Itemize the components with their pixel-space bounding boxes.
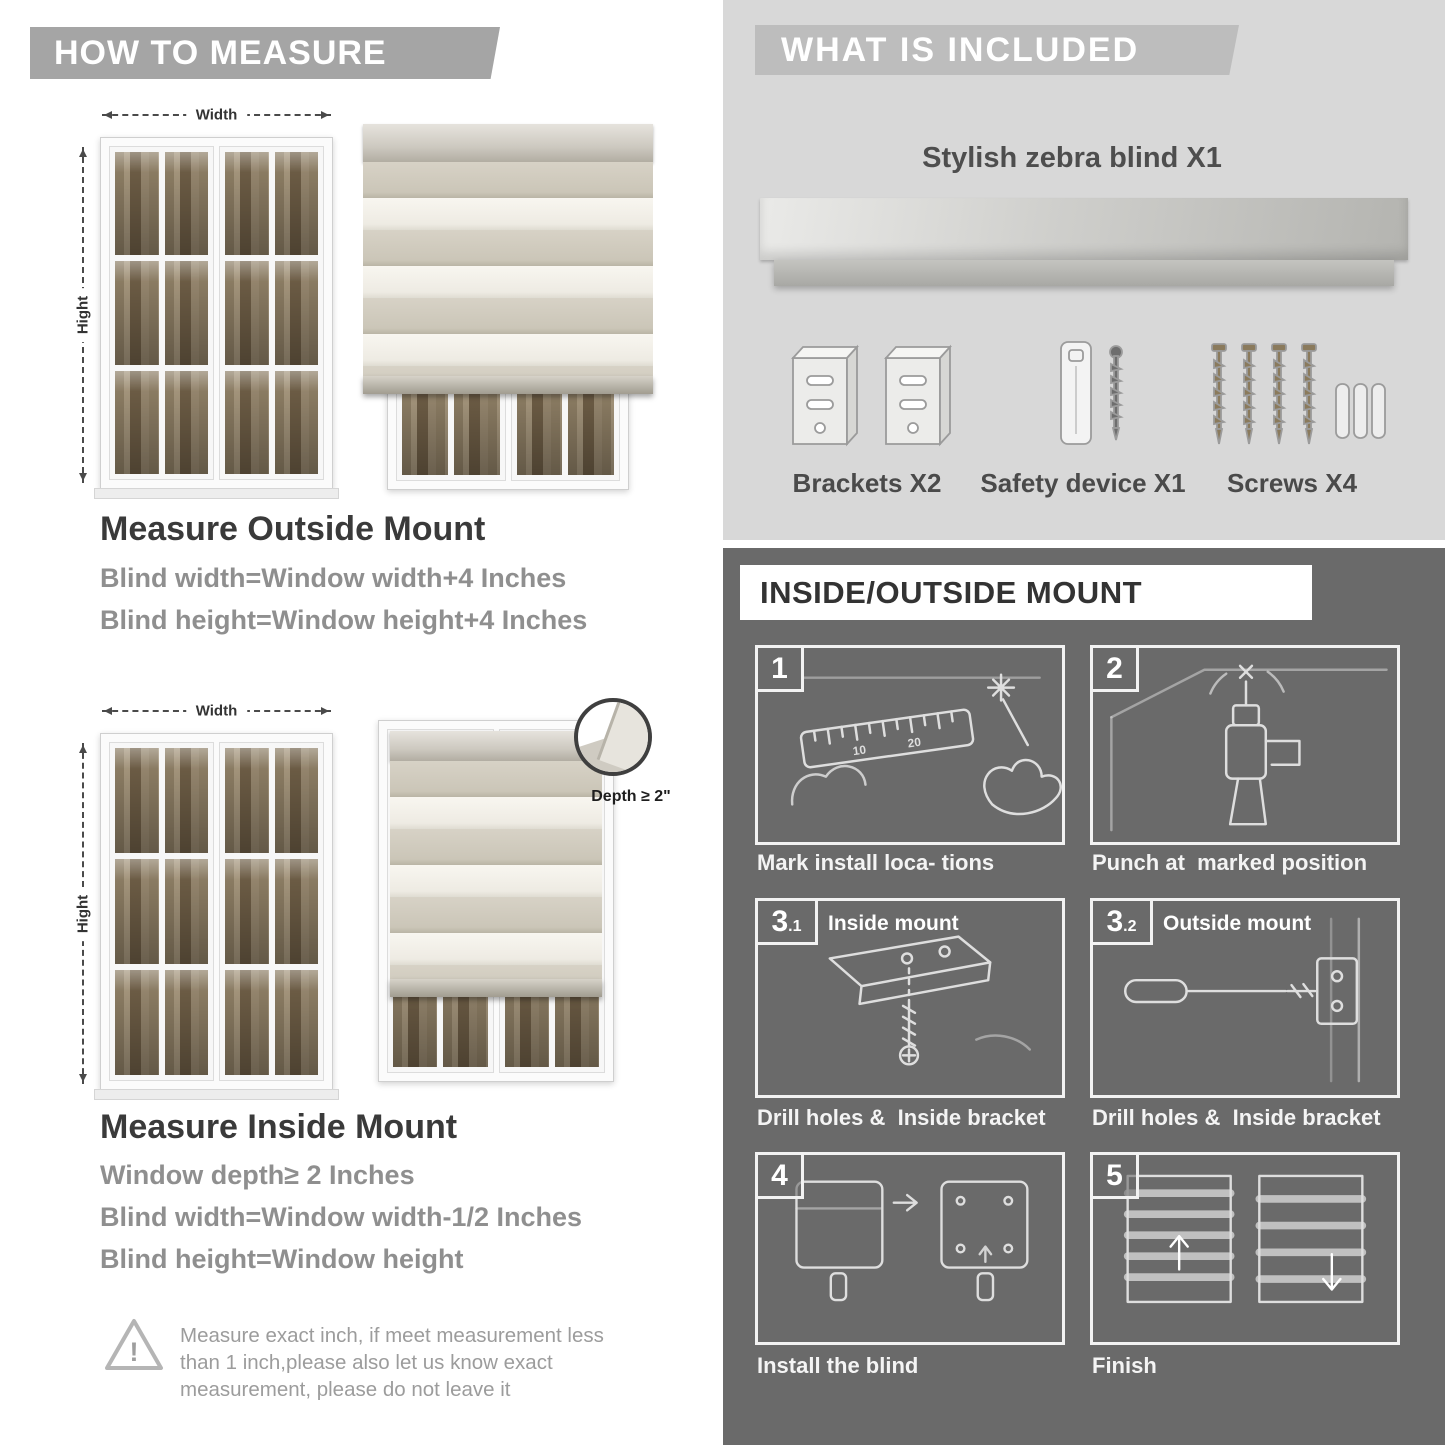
blind-bottom-rail bbox=[390, 979, 602, 997]
window-illustration bbox=[94, 733, 339, 1100]
what-is-included-panel: WHAT IS INCLUDED Stylish zebra blind X1 bbox=[723, 0, 1445, 540]
window-sash bbox=[219, 146, 324, 480]
finished-blinds-illustration bbox=[1123, 1174, 1367, 1304]
step-number: 5 bbox=[1093, 1155, 1139, 1199]
window-pane bbox=[115, 261, 159, 365]
width-label: Width bbox=[185, 702, 248, 720]
window-pane bbox=[274, 370, 318, 474]
step-number-text: 3 bbox=[771, 904, 789, 938]
outside-formula-width: Blind width=Window width+4 Inches bbox=[100, 563, 567, 593]
measure-outside-title: Measure Outside Mount bbox=[100, 510, 486, 548]
outside-formula-height: Blind height=Window height+4 Inches bbox=[100, 605, 588, 635]
install-blind-illustration bbox=[795, 1180, 1029, 1302]
step-number-text: 5 bbox=[1106, 1158, 1123, 1192]
step-number: 3.2 bbox=[1093, 901, 1153, 945]
warning-icon: ! bbox=[105, 1319, 163, 1370]
step-3-1-cell: 3.1 Inside mount bbox=[755, 898, 1065, 1098]
width-label: Width bbox=[185, 106, 248, 124]
window-sashes bbox=[109, 146, 324, 480]
mount-header: INSIDE/OUTSIDE MOUNT bbox=[740, 565, 1312, 620]
step-number: 1 bbox=[758, 648, 804, 692]
height-arrow: Hight bbox=[74, 743, 92, 1084]
window-pane bbox=[225, 152, 269, 256]
depth-callout-circle bbox=[574, 698, 652, 776]
inside-mount-blind-figure bbox=[378, 720, 614, 1082]
blind-stripes bbox=[363, 162, 653, 376]
outside-mount-blind-figure bbox=[363, 124, 653, 490]
step-number: 3.1 bbox=[758, 901, 818, 945]
inside-formula-height: Blind height=Window height bbox=[100, 1244, 464, 1274]
height-label: Hight bbox=[74, 886, 92, 941]
window-pane bbox=[164, 370, 208, 474]
window-pane bbox=[225, 261, 269, 365]
inside-formula-width: Blind width=Window width-1/2 Inches bbox=[100, 1202, 583, 1232]
step-subnumber-text: .2 bbox=[1123, 917, 1137, 935]
depth-callout-label: Depth ≥ 2" bbox=[591, 788, 671, 805]
inside-bracket-illustration bbox=[828, 935, 1032, 1066]
window-pane bbox=[115, 370, 159, 474]
step-2-cell: 2 bbox=[1090, 645, 1400, 845]
screws-icon bbox=[1211, 343, 1386, 445]
mount-instructions-panel: INSIDE/OUTSIDE MOUNT 1 10 20 Mark insta bbox=[723, 548, 1445, 1445]
outside-bracket-illustration bbox=[1123, 917, 1361, 1083]
screws-label: Screws X4 bbox=[1226, 468, 1358, 498]
window-pane bbox=[274, 261, 318, 365]
outside-mount-label: Outside mount bbox=[1163, 912, 1312, 935]
width-arrow: Width bbox=[102, 702, 331, 720]
blind-stripes bbox=[390, 761, 602, 979]
svg-text:!: ! bbox=[130, 1337, 139, 1367]
step-2-caption: Punch at marked position bbox=[1092, 850, 1368, 875]
inside-mount-label: Inside mount bbox=[828, 912, 959, 935]
mark-location-illustration: 10 20 bbox=[790, 673, 1062, 816]
brackets-label: Brackets X2 bbox=[792, 468, 942, 498]
window-pane bbox=[225, 370, 269, 474]
window-illustration bbox=[94, 137, 339, 499]
height-arrow: Hight bbox=[74, 147, 92, 483]
blind-headrail bbox=[363, 124, 653, 162]
blind-headrail-product-image bbox=[760, 198, 1408, 286]
what-is-included-header: WHAT IS INCLUDED bbox=[755, 25, 1239, 75]
step-3-2-cell: 3.2 Outside mount bbox=[1090, 898, 1400, 1098]
step-number-text: 4 bbox=[771, 1158, 788, 1192]
step-number-text: 3 bbox=[1106, 904, 1124, 938]
step-number-text: 2 bbox=[1106, 651, 1123, 685]
height-label: Hight bbox=[74, 287, 92, 343]
blind-headrail bbox=[390, 731, 602, 761]
step-number: 4 bbox=[758, 1155, 804, 1199]
blind-bottom-rail bbox=[363, 376, 653, 394]
product-name: Stylish zebra blind X1 bbox=[922, 142, 1222, 174]
step-4-caption: Install the blind bbox=[757, 1353, 919, 1378]
safety-device-icon bbox=[1060, 341, 1124, 445]
svg-text:20: 20 bbox=[907, 735, 922, 751]
how-to-measure-header: HOW TO MEASURE bbox=[30, 27, 500, 79]
window-pane bbox=[115, 152, 159, 256]
inside-depth-rule: Window depth≥ 2 Inches bbox=[100, 1160, 415, 1190]
step-5-cell: 5 bbox=[1090, 1152, 1400, 1345]
window-pane bbox=[164, 261, 208, 365]
step-4-cell: 4 bbox=[755, 1152, 1065, 1345]
step-number-text: 1 bbox=[771, 651, 788, 685]
window-sash bbox=[109, 146, 214, 480]
window-pane bbox=[164, 152, 208, 256]
brackets-icon bbox=[790, 344, 953, 447]
measure-inside-title: Measure Inside Mount bbox=[100, 1108, 458, 1146]
width-arrow: Width bbox=[102, 106, 331, 124]
step-number: 2 bbox=[1093, 648, 1139, 692]
step-1-cell: 1 10 20 bbox=[755, 645, 1065, 845]
step-1-caption: Mark install loca- tions bbox=[757, 850, 995, 875]
step-5-caption: Finish bbox=[1092, 1353, 1157, 1378]
step-3-2-caption: Drill holes & Inside bracket bbox=[1092, 1105, 1381, 1130]
step-3-1-caption: Drill holes & Inside bracket bbox=[757, 1105, 1046, 1130]
svg-text:10: 10 bbox=[852, 742, 867, 758]
safety-device-label: Safety device X1 bbox=[980, 468, 1186, 498]
window-pane bbox=[274, 152, 318, 256]
drill-illustration bbox=[1110, 664, 1388, 832]
step-subnumber-text: .1 bbox=[788, 917, 802, 935]
measurement-warning-text: Measure exact inch, if meet measurement … bbox=[180, 1324, 604, 1401]
